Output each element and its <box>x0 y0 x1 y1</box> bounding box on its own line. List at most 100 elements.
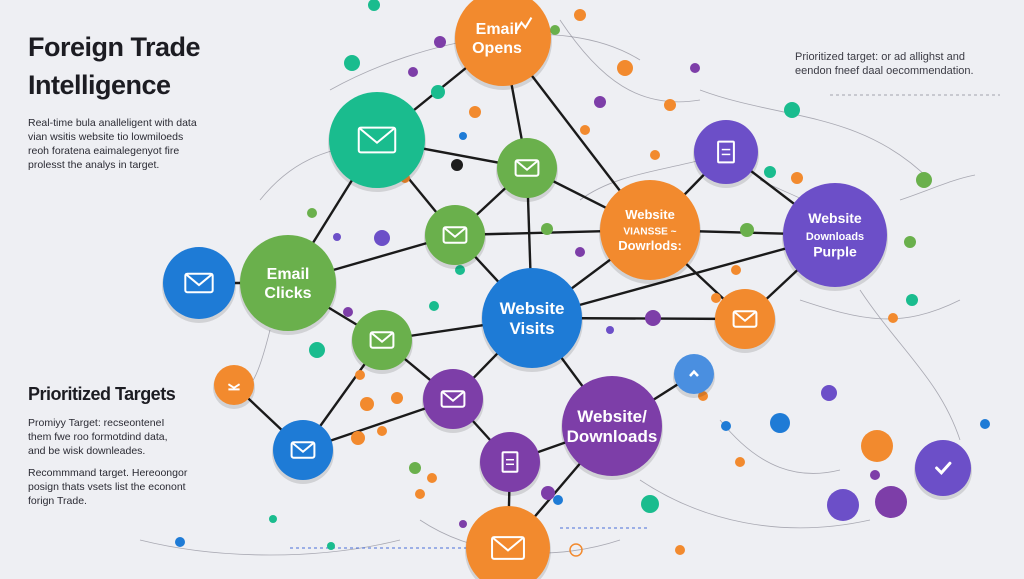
node-circle <box>240 235 336 331</box>
node-label: Dowrlods: <box>618 238 682 253</box>
page-title: Foreign Trade Intelligence <box>28 32 201 100</box>
tray-icon <box>227 383 241 391</box>
thin-connector <box>859 289 961 441</box>
edge-website-purple-website-visits <box>531 233 836 320</box>
node-doc-purple-b[interactable] <box>479 432 541 496</box>
decorative-dot <box>344 55 360 71</box>
decorative-dot <box>574 9 586 21</box>
node-circle <box>329 92 425 188</box>
node-mail-orange-mid[interactable] <box>714 289 776 353</box>
node-label: Email <box>476 21 519 38</box>
decorative-dot <box>415 489 425 499</box>
envelope-icon <box>491 536 525 560</box>
decorative-dot <box>427 473 437 483</box>
node-mail-green-big[interactable] <box>328 92 426 192</box>
decorative-dot <box>451 159 463 171</box>
node-circle <box>163 247 235 319</box>
node-chevron-blue[interactable] <box>673 354 715 398</box>
thin-connector <box>699 89 931 181</box>
node-mail-blue-left[interactable] <box>162 247 236 323</box>
decorative-dot <box>541 223 553 235</box>
decorative-dot <box>617 60 633 76</box>
decorative-dot <box>377 426 387 436</box>
node-circle <box>915 440 971 496</box>
node-label: Opens <box>472 40 522 57</box>
decorative-dot <box>827 489 859 521</box>
node-doc-purple-top[interactable] <box>693 120 759 188</box>
node-mail-lime-top[interactable] <box>496 138 558 202</box>
node-website-downloads[interactable]: Website/Downloads <box>561 376 663 480</box>
decorative-dot <box>355 370 365 380</box>
decorative-dot <box>269 515 277 523</box>
dot-layer <box>175 0 990 557</box>
node-circle <box>480 432 540 492</box>
decorative-dot <box>409 462 421 474</box>
node-mail-lime-mid[interactable] <box>424 205 486 269</box>
decorative-dot <box>861 430 893 462</box>
sparkline-icon <box>515 17 533 32</box>
decorative-dot <box>408 67 418 77</box>
decorative-dot <box>343 307 353 317</box>
decorative-dot <box>904 236 916 248</box>
targets-heading: Prioritized Targets <box>28 384 176 404</box>
node-label: Website/ <box>577 407 647 426</box>
node-circle <box>674 354 714 394</box>
node-mail-lime-low[interactable] <box>351 310 413 374</box>
thin-connector <box>719 419 841 474</box>
envelope-icon <box>732 310 758 328</box>
decorative-dot <box>735 457 745 467</box>
envelope-icon <box>184 272 214 294</box>
envelope-icon <box>442 226 468 244</box>
node-circle <box>482 268 582 368</box>
node-label: Clicks <box>264 285 311 302</box>
decorative-dot <box>740 223 754 237</box>
chevron-up-icon <box>689 369 699 377</box>
decorative-dot <box>664 99 676 111</box>
decorative-dot <box>455 265 465 275</box>
decorative-dot <box>550 25 560 35</box>
decorative-dot <box>821 385 837 401</box>
node-label: Email <box>267 266 310 283</box>
decorative-dot <box>391 392 403 404</box>
decorative-dot <box>980 419 990 429</box>
node-circle <box>273 420 333 480</box>
decorative-dot <box>675 545 685 555</box>
decorative-dot <box>606 326 614 334</box>
node-tray-orange[interactable] <box>213 365 255 409</box>
node-circle <box>455 0 551 86</box>
node-label: Website <box>500 299 565 318</box>
decorative-dot <box>459 520 467 528</box>
decorative-dot <box>553 495 563 505</box>
envelope-icon <box>357 126 397 154</box>
decorative-dot <box>429 301 439 311</box>
envelope-icon <box>290 441 316 459</box>
node-label: Visits <box>509 319 554 338</box>
decorative-dot <box>875 486 907 518</box>
decorative-dot <box>645 310 661 326</box>
node-check-violet[interactable] <box>914 440 972 500</box>
node-mail-orange-bottom[interactable] <box>465 506 551 579</box>
envelope-icon <box>440 390 466 408</box>
node-circle <box>600 180 700 280</box>
node-mail-blue-low[interactable] <box>272 420 334 484</box>
envelope-icon <box>369 331 395 349</box>
thin-connector <box>639 479 871 529</box>
decorative-dot <box>650 150 660 160</box>
decorative-dot <box>764 166 776 178</box>
node-mail-purple-a[interactable] <box>422 369 484 433</box>
envelope-icon <box>514 159 540 177</box>
decorative-dot <box>175 537 185 547</box>
node-circle <box>783 183 887 287</box>
node-circle <box>497 138 557 198</box>
node-circle <box>715 289 775 349</box>
decorative-dot <box>698 391 708 401</box>
thin-connector <box>559 19 701 103</box>
node-circle <box>214 365 254 405</box>
node-label: Downloads <box>567 427 658 446</box>
